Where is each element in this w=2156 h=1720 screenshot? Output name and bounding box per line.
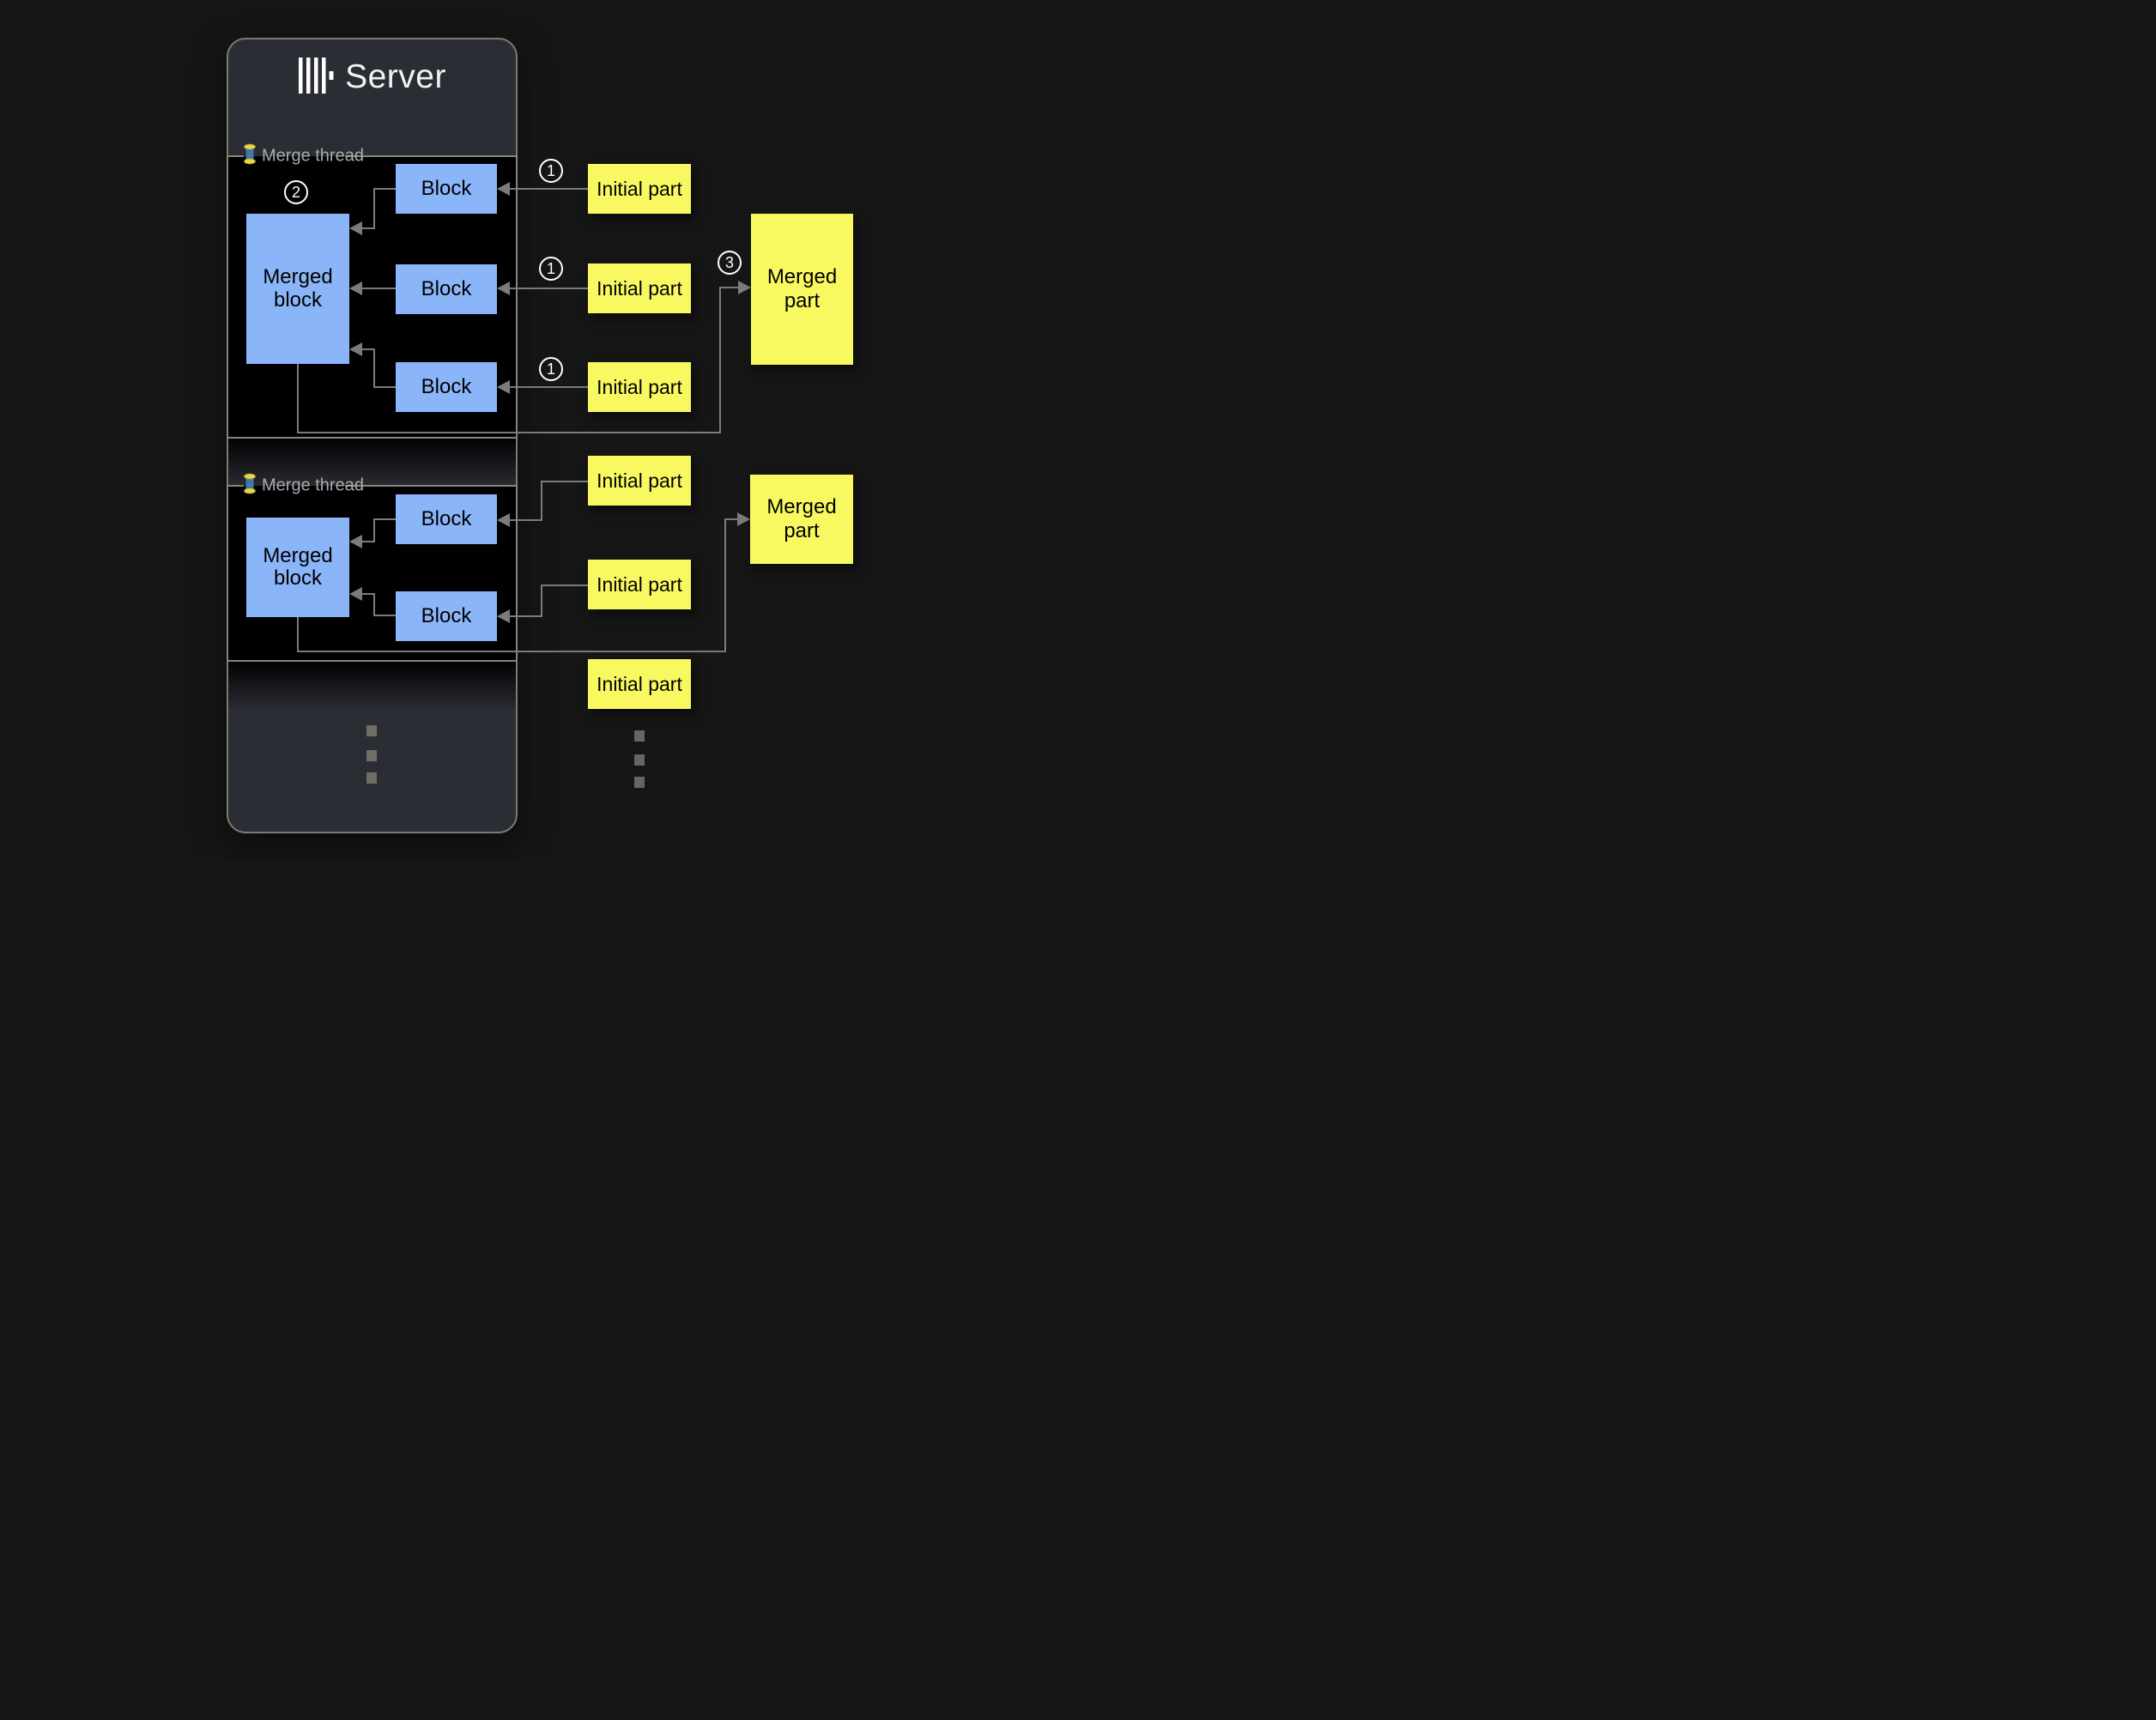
- arrow-initialpart3-to-block3: [501, 386, 588, 388]
- block-2: Block: [396, 264, 497, 314]
- arrow-block3-to-mergedblock: [374, 386, 396, 388]
- arrowhead: [738, 281, 751, 294]
- arrow-mergedblock2-to-mergedpart2: [297, 617, 299, 652]
- arrow-initialpart5-to-block5: [541, 584, 542, 616]
- clickhouse-logo-icon: [298, 57, 334, 99]
- panel-gradient: [228, 662, 516, 712]
- arrow-block5-to-mergedblock2: [360, 593, 375, 595]
- arrow-initialpart5-to-block5: [508, 615, 542, 617]
- section-border: [227, 155, 244, 157]
- initial-part-2: Initial part: [588, 263, 691, 313]
- step-circle-2: 2: [284, 180, 308, 204]
- ellipsis-dot: [366, 725, 377, 736]
- arrowhead: [349, 282, 362, 295]
- arrowhead: [497, 282, 510, 295]
- ellipsis-dot: [366, 772, 377, 784]
- arrowhead: [349, 535, 362, 548]
- server-title: Server: [345, 58, 446, 95]
- initial-part-1: Initial part: [588, 164, 691, 214]
- arrowhead: [497, 182, 510, 196]
- block-1: Block: [396, 164, 497, 214]
- arrow-block5-to-mergedblock2: [373, 594, 375, 616]
- arrowhead: [349, 587, 362, 601]
- ellipsis-dot: [634, 777, 645, 788]
- merge-thread-legend-2: Merge thread: [244, 473, 364, 499]
- thread-spool-icon: [244, 143, 256, 169]
- server-header: Server: [227, 57, 518, 98]
- arrow-mergedblock2-to-mergedpart2: [724, 518, 739, 520]
- arrow-block3-to-mergedblock: [360, 348, 375, 350]
- arrow-block1-to-mergedblock: [373, 188, 375, 228]
- arrowhead: [497, 513, 510, 527]
- merged-part-1: Merged part: [751, 214, 853, 365]
- arrow-block4-to-mergedblock2: [360, 541, 375, 542]
- arrow-mergedblock1-to-mergedpart1: [297, 432, 721, 433]
- block-4: Block: [396, 494, 497, 544]
- arrowhead: [349, 221, 362, 235]
- arrow-mergedblock2-to-mergedpart2: [297, 651, 726, 652]
- merged-block-1: Merged block: [246, 214, 349, 364]
- merge-thread-label: Merge thread: [262, 146, 364, 166]
- arrow-initialpart2-to-block2: [501, 288, 588, 289]
- step-circle-1c: 1: [539, 357, 563, 381]
- section-border: [345, 485, 518, 487]
- arrow-initialpart4-to-block4: [508, 519, 542, 521]
- arrow-mergedblock2-to-mergedpart2: [724, 519, 726, 652]
- arrow-initialpart5-to-block5: [542, 584, 588, 586]
- step-circle-3: 3: [718, 251, 742, 275]
- thread-spool-icon: [244, 473, 256, 499]
- arrowhead: [497, 380, 510, 394]
- ellipsis-dot: [634, 730, 645, 742]
- merged-block-2: Merged block: [246, 518, 349, 617]
- initial-part-6: Initial part: [588, 659, 691, 709]
- initial-part-5: Initial part: [588, 560, 691, 609]
- initial-part-3: Initial part: [588, 362, 691, 412]
- arrowhead: [349, 342, 362, 356]
- ellipsis-dot: [366, 750, 377, 761]
- merged-part-2: Merged part: [750, 475, 853, 564]
- arrow-initialpart4-to-block4: [541, 481, 542, 520]
- panel-gradient: [228, 439, 516, 488]
- arrow-block5-to-mergedblock2: [374, 615, 396, 616]
- arrow-block4-to-mergedblock2: [373, 518, 375, 542]
- arrow-mergedblock1-to-mergedpart1: [297, 364, 299, 433]
- merge-thread-label: Merge thread: [262, 475, 364, 495]
- arrow-mergedblock1-to-mergedpart1: [719, 288, 721, 433]
- block-5: Block: [396, 591, 497, 641]
- arrow-block1-to-mergedblock: [360, 227, 375, 229]
- arrow-block3-to-mergedblock: [373, 349, 375, 388]
- merge-thread-legend-1: Merge thread: [244, 143, 364, 169]
- arrow-block1-to-mergedblock: [374, 188, 396, 190]
- section-border: [345, 155, 518, 157]
- initial-part-4: Initial part: [588, 456, 691, 506]
- arrowhead: [497, 609, 510, 623]
- arrow-block2-to-mergedblock: [360, 288, 396, 289]
- arrow-initialpart1-to-block1: [501, 188, 588, 190]
- step-circle-1b: 1: [539, 257, 563, 281]
- arrowhead: [737, 512, 750, 526]
- step-circle-1a: 1: [539, 159, 563, 183]
- arrow-block4-to-mergedblock2: [374, 518, 396, 520]
- section-border: [227, 485, 244, 487]
- diagram-canvas: Server Merge thread Merg: [0, 0, 1078, 860]
- arrow-initialpart4-to-block4: [542, 481, 588, 482]
- block-3: Block: [396, 362, 497, 412]
- ellipsis-dot: [634, 754, 645, 766]
- arrow-mergedblock1-to-mergedpart1: [719, 287, 740, 288]
